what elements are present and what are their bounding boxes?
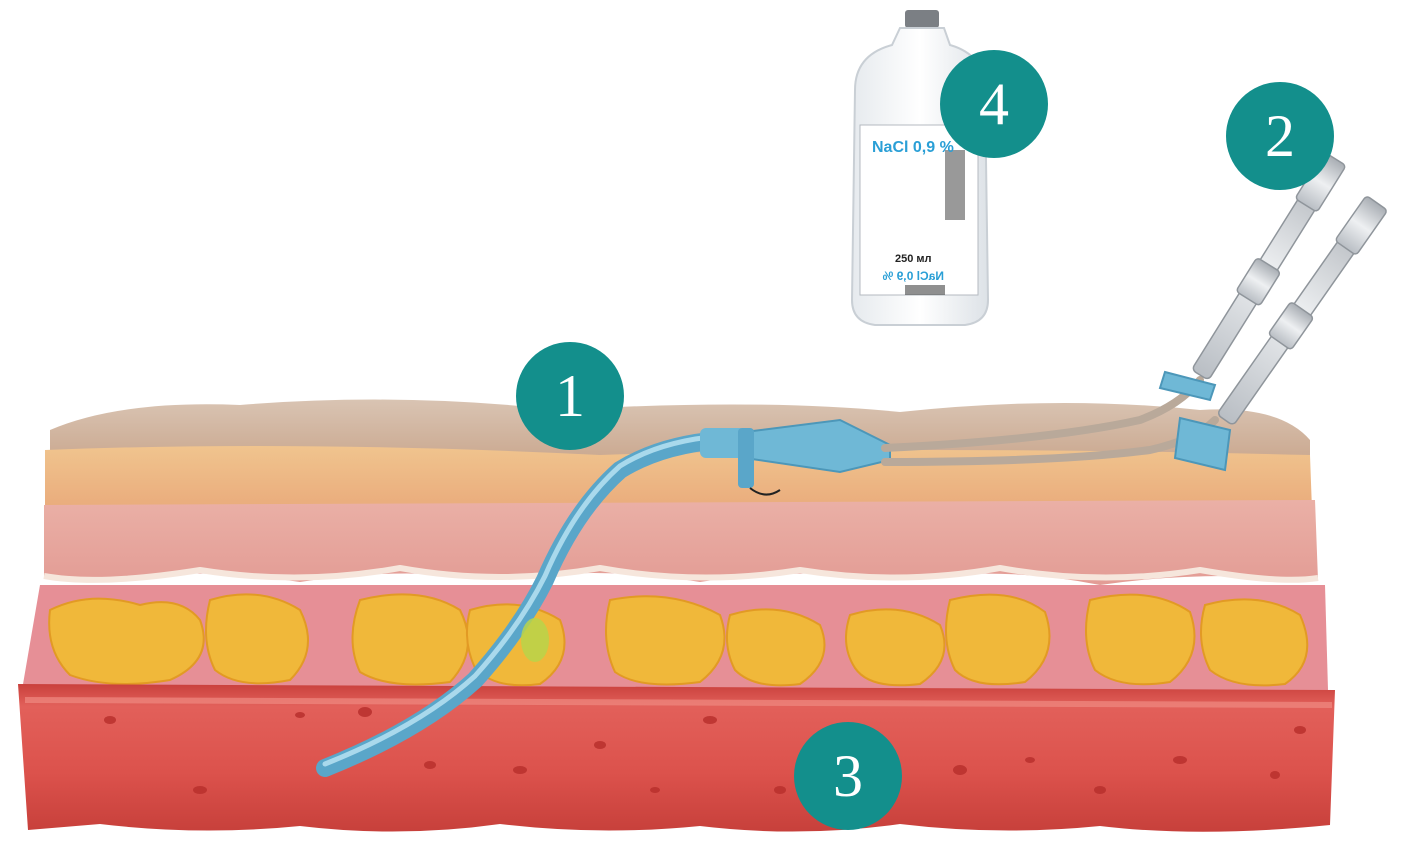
- cuff: [521, 618, 549, 662]
- bottle-label-mirrored: NaCl 0,9 %: [882, 269, 944, 283]
- marker-1: 1: [516, 342, 624, 450]
- bottle-label: NaCl 0,9 %: [872, 139, 954, 156]
- marker-2: 2: [1226, 82, 1334, 190]
- marker-4: 4: [940, 50, 1048, 158]
- fat-lobules: [49, 594, 1307, 685]
- bottle-volume: 250 мл: [895, 253, 932, 265]
- luer-hubs: [1188, 151, 1388, 428]
- marker-3: 3: [794, 722, 902, 830]
